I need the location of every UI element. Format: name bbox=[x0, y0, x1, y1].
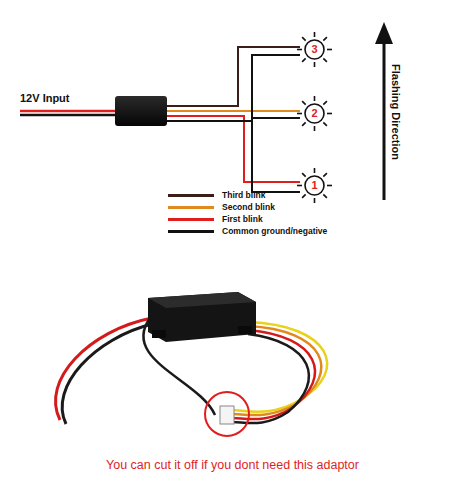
lamp-symbol: 3 bbox=[304, 39, 325, 60]
second-blink-wire bbox=[167, 110, 300, 112]
legend-text: Third blink bbox=[222, 190, 265, 200]
legend-text: Common ground/negative bbox=[222, 226, 327, 236]
direction-arrow-head bbox=[375, 22, 393, 44]
lamp-symbol: 2 bbox=[304, 103, 325, 124]
ground-wire bbox=[252, 55, 300, 121]
legend-row: Second blink bbox=[168, 202, 275, 212]
first-blink-wire bbox=[167, 116, 300, 182]
note-label: You can cut it off if you dont need this… bbox=[106, 458, 359, 472]
legend-text: Second blink bbox=[222, 202, 275, 212]
input-wire bbox=[20, 110, 118, 113]
ground-wire bbox=[252, 118, 300, 121]
flasher-module bbox=[115, 96, 167, 126]
direction-label: Flashing Direction bbox=[390, 64, 402, 160]
legend-row: Common ground/negative bbox=[168, 226, 327, 236]
input-wire bbox=[20, 114, 118, 117]
input-label: 12V Input bbox=[20, 92, 70, 104]
lamp-number: 1 bbox=[311, 180, 317, 191]
legend-swatch bbox=[168, 218, 214, 221]
direction-arrow bbox=[383, 42, 386, 200]
legend-row: First blink bbox=[168, 214, 263, 224]
ground-wire bbox=[167, 121, 300, 192]
legend-swatch bbox=[168, 230, 214, 233]
legend-swatch bbox=[168, 194, 214, 197]
legend-row: Third blink bbox=[168, 190, 265, 200]
legend-text: First blink bbox=[222, 214, 263, 224]
module-photo bbox=[56, 292, 328, 436]
lamp-symbol: 1 bbox=[304, 175, 325, 196]
lamp-number: 2 bbox=[311, 108, 317, 119]
legend-swatch bbox=[168, 206, 214, 209]
lamp-number: 3 bbox=[311, 44, 317, 55]
